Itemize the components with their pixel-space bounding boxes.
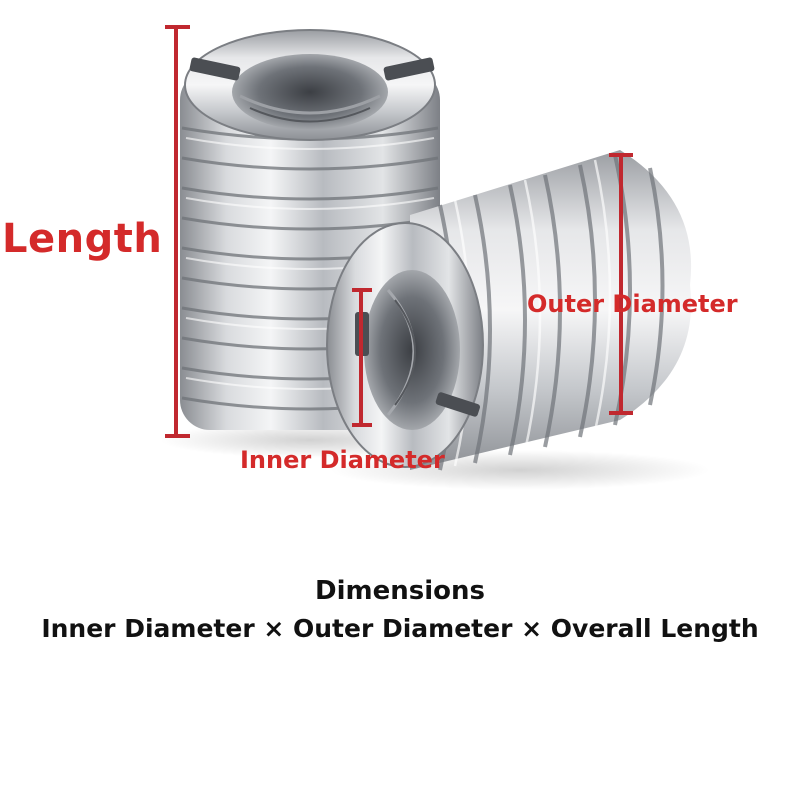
caption-title: Dimensions [315, 576, 485, 606]
length-dimension-bracket [165, 25, 190, 438]
caption-formula: Inner Diameter × Outer Diameter × Overal… [41, 614, 759, 643]
vertical-insert-bore [232, 54, 388, 130]
outer-diameter-label: Outer Diameter [527, 290, 738, 318]
outer-diameter-dimension-bracket [609, 153, 633, 415]
horizontal-insert-slot-bottom [435, 392, 480, 417]
length-label: Length [2, 216, 163, 262]
vertical-insert-slot-left [189, 57, 241, 81]
horizontal-insert-threads [438, 154, 665, 471]
vertical-thread-insert [180, 29, 440, 430]
inner-diameter-dimension-bracket [352, 288, 372, 427]
horizontal-insert-bore [364, 270, 460, 430]
vertical-insert-slot-right [383, 57, 435, 81]
inner-diameter-label: Inner Diameter [240, 446, 445, 474]
